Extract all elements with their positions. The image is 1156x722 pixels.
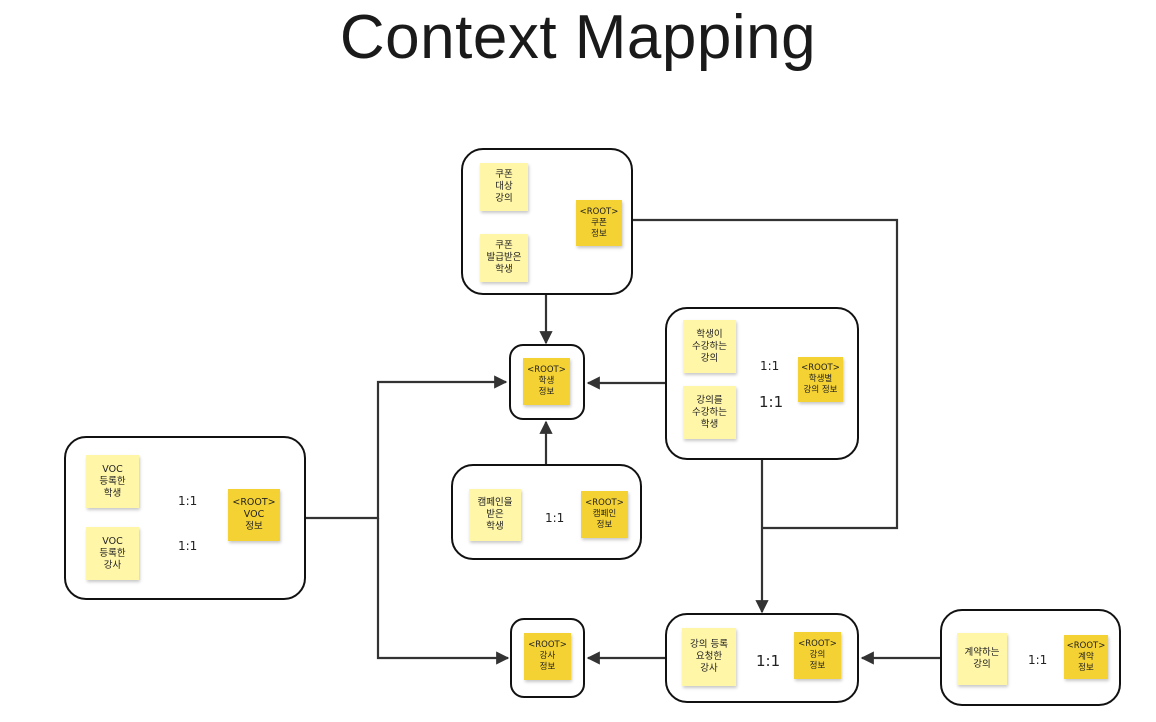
relation-label: 1:1: [178, 539, 198, 553]
relation-label: 1:1: [1028, 653, 1048, 667]
relation-label: 1:1: [759, 393, 784, 411]
sticky-coupon-root: <ROOT> 쿠폰 정보: [576, 200, 622, 246]
sticky-lecture-root: <ROOT> 강의 정보: [794, 632, 841, 679]
sticky-campaign-root: <ROOT> 캠페인 정보: [581, 491, 628, 538]
sticky-voc-root: <ROOT> VOC 정보: [228, 489, 280, 541]
sticky-lecture-instructor: 강의 등록 요청한 강사: [682, 628, 736, 686]
sticky-enrollment-student: 강의를 수강하는 학생: [683, 386, 736, 439]
page-title: Context Mapping: [339, 3, 817, 72]
sticky-contract-lecture: 계약하는 강의: [957, 633, 1007, 685]
sticky-contract-root: <ROOT> 계약 정보: [1064, 635, 1108, 679]
relation-label: 1:1: [760, 359, 780, 373]
sticky-instructor-root: <ROOT> 강사 정보: [524, 633, 571, 680]
sticky-voc-instructor: VOC 등록한 강사: [86, 527, 139, 580]
relation-label: 1:1: [756, 652, 781, 670]
sticky-student-root: <ROOT> 학생 정보: [523, 358, 570, 405]
relation-label: 1:1: [178, 494, 198, 508]
sticky-coupon-target-lecture: 쿠폰 대상 강의: [480, 163, 528, 211]
relation-label: 1:1: [545, 511, 565, 525]
sticky-enrollment-root: <ROOT> 학생별 강의 정보: [798, 357, 843, 402]
sticky-campaign-student: 캠페인을 받은 학생: [469, 489, 521, 541]
sticky-coupon-issued-student: 쿠폰 발급받은 학생: [480, 234, 528, 282]
sticky-enrollment-lecture: 학생이 수강하는 강의: [683, 320, 736, 373]
sticky-voc-student: VOC 등록한 학생: [86, 455, 139, 508]
